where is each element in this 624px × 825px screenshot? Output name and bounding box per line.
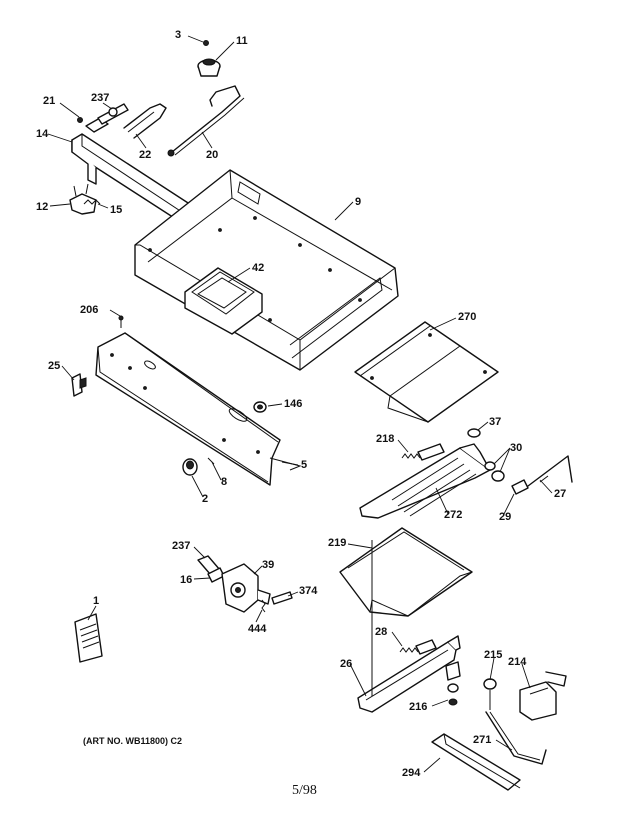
callout-labels: 3 11 21 237 14 22 20 9 12 15 42 206 270 … <box>36 29 566 779</box>
callout-42: 42 <box>252 262 264 274</box>
callout-215: 215 <box>484 649 502 661</box>
callout-444: 444 <box>248 623 267 635</box>
callout-15: 15 <box>110 204 122 216</box>
callout-270: 270 <box>458 311 476 323</box>
callout-146: 146 <box>284 398 302 410</box>
callout-216: 216 <box>409 701 427 713</box>
callout-30: 30 <box>510 442 522 454</box>
callout-11: 11 <box>236 35 248 47</box>
part-214-safety-valve <box>519 671 567 721</box>
part-22-tube <box>123 103 167 139</box>
callout-272: 272 <box>444 509 462 521</box>
callout-21: 21 <box>43 95 55 107</box>
part-206-screw <box>118 315 124 328</box>
callout-16: 16 <box>180 574 192 586</box>
part-216-orifice <box>445 661 461 706</box>
part-25-clip <box>71 373 87 397</box>
part-270-heat-shield <box>354 321 499 423</box>
part-219-broiler-shield <box>339 527 473 617</box>
part-444-spring <box>261 599 266 613</box>
callout-39: 39 <box>262 559 274 571</box>
part-9-burner-box <box>134 169 399 371</box>
part-29-fitting <box>511 479 529 495</box>
part-8-screw <box>207 457 215 465</box>
part-237-fitting-upper <box>97 103 129 125</box>
part-15-spring <box>83 199 101 205</box>
part-1-literature <box>74 613 103 663</box>
part-218-broil-burner <box>401 443 445 461</box>
part-272-burner <box>359 443 491 519</box>
callout-20: 20 <box>206 149 218 161</box>
callout-28: 28 <box>375 626 387 638</box>
part-37-grommet <box>467 428 481 438</box>
part-374-pin <box>271 591 293 605</box>
part-215-clip <box>483 678 497 710</box>
date-code: 5/98 <box>292 783 317 798</box>
art-number-caption: (ART NO. WB11800) C2 <box>83 736 182 746</box>
callout-1: 1 <box>93 595 99 607</box>
callout-14: 14 <box>36 128 49 140</box>
callout-206: 206 <box>80 304 98 316</box>
part-39-gas-valve <box>221 563 271 613</box>
part-12-valve-clip <box>69 183 97 215</box>
callout-29: 29 <box>499 511 511 523</box>
callout-27: 27 <box>554 488 566 500</box>
callout-9: 9 <box>355 196 361 208</box>
callout-237-upper: 237 <box>91 92 109 104</box>
part-21-screw <box>77 117 83 123</box>
part-28-spring <box>399 639 437 655</box>
callout-237-lower: 237 <box>172 540 190 552</box>
part-271-tube <box>485 711 547 765</box>
callout-3: 3 <box>175 29 181 41</box>
callout-271: 271 <box>473 734 491 746</box>
callout-25: 25 <box>48 360 60 372</box>
leader-lines <box>47 35 553 773</box>
callout-374: 374 <box>299 585 318 597</box>
callout-12: 12 <box>36 201 48 213</box>
part-3-screw <box>203 40 209 46</box>
callout-22: 22 <box>139 149 151 161</box>
callout-26: 26 <box>340 658 352 670</box>
callout-294: 294 <box>402 767 421 779</box>
part-11-orifice-hood <box>197 58 221 77</box>
callout-37: 37 <box>489 416 501 428</box>
part-30-fitting <box>484 461 505 482</box>
part-2-knob <box>182 458 198 476</box>
part-42-burner-opening <box>184 267 263 335</box>
callout-219: 219 <box>328 537 346 549</box>
part-5-manifold-panel <box>95 332 302 486</box>
part-26-oven-burner <box>357 540 461 713</box>
callout-8: 8 <box>221 476 227 488</box>
callout-214: 214 <box>508 656 527 668</box>
part-20-tube <box>167 85 245 157</box>
part-294-bracket <box>431 733 521 791</box>
callout-2: 2 <box>202 493 208 505</box>
callout-218: 218 <box>376 433 394 445</box>
callout-5: 5 <box>301 459 307 471</box>
part-146-grommet <box>253 401 267 413</box>
